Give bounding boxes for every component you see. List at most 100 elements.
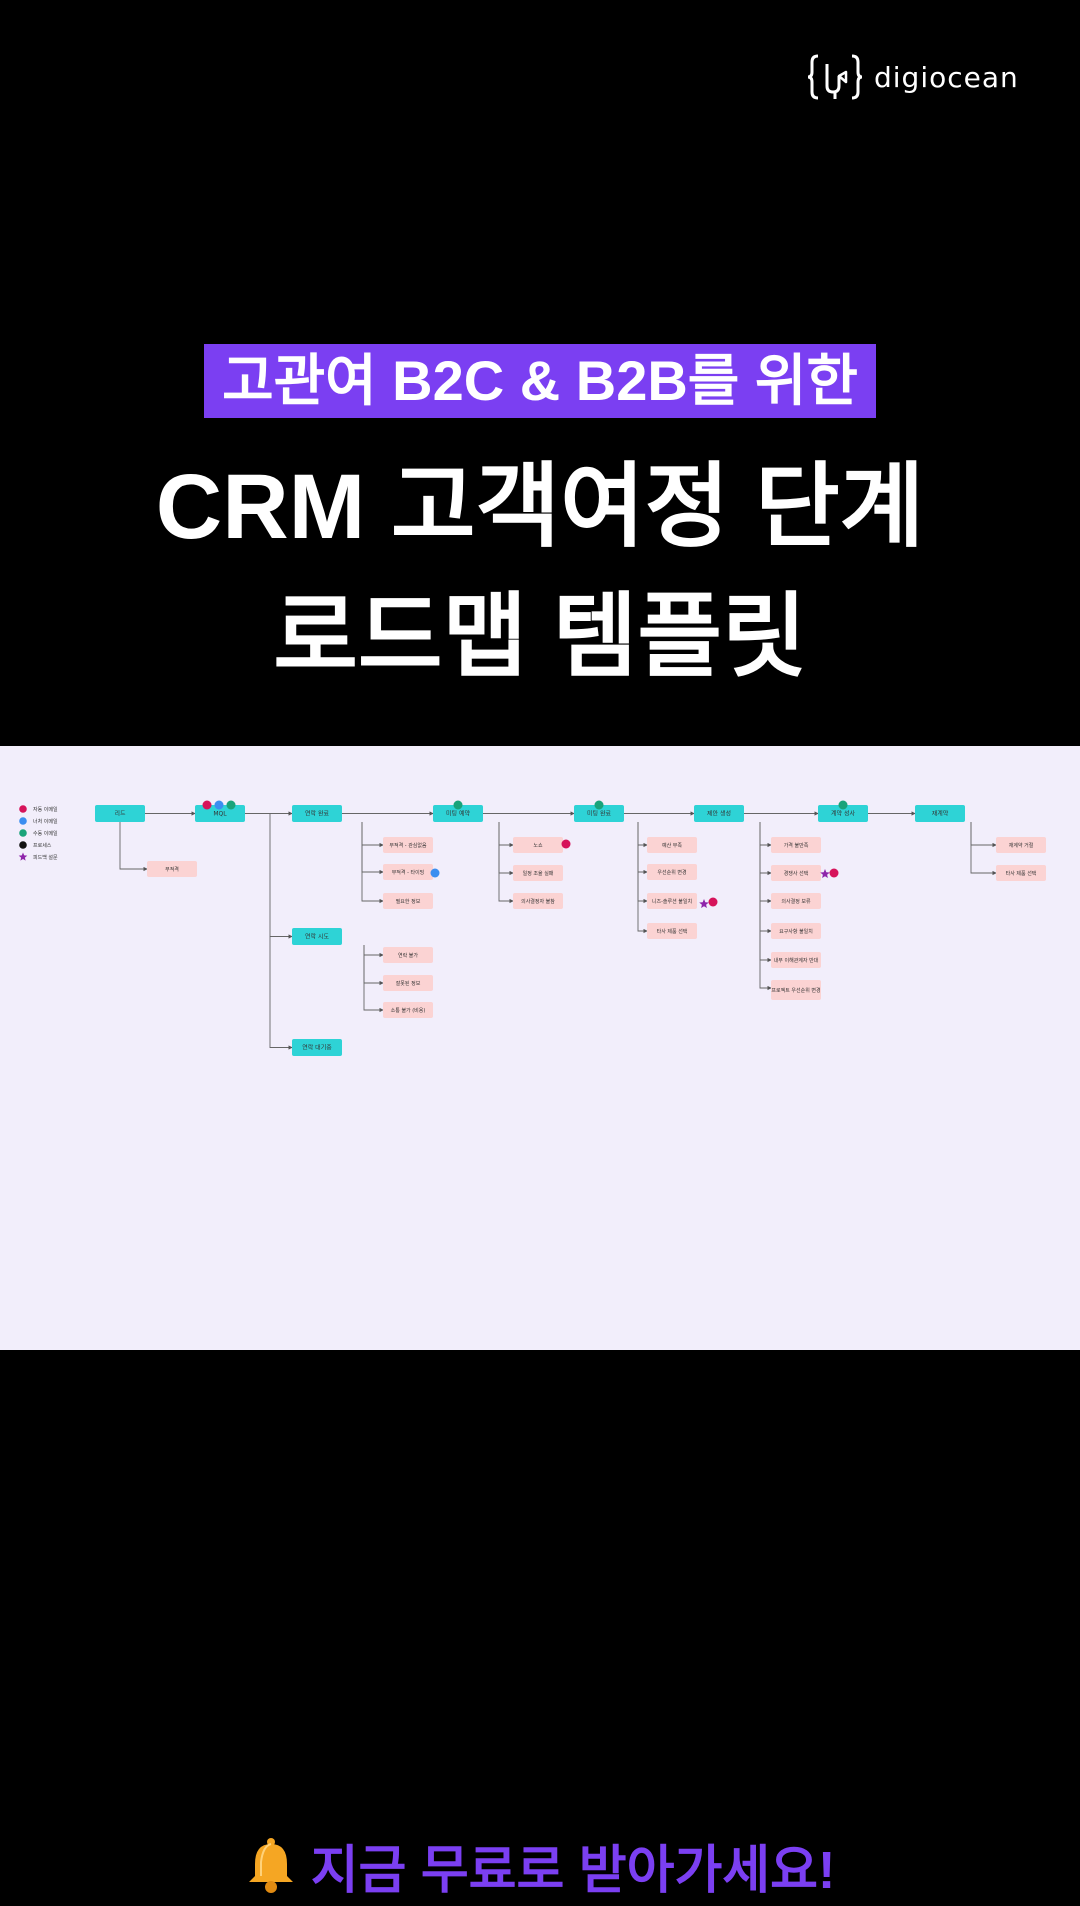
stage-node-meeting_done	[574, 805, 624, 822]
task-node-t_no_interest	[383, 837, 433, 853]
task-label-t_internal: 내부 이해관계자 반대	[774, 957, 819, 964]
task-node-t_project_change	[771, 980, 821, 1000]
task-label-t_competitor: 경쟁사 선택	[784, 870, 809, 877]
task-node-t_renew_reject	[996, 837, 1046, 853]
connector-arrow	[245, 813, 293, 939]
task-node-t_no_contact	[383, 947, 433, 963]
legend-dot-icon	[19, 841, 27, 849]
stage-node-contact_done	[292, 805, 342, 822]
stage-node-contact_wait	[292, 1039, 342, 1056]
connector-arrow	[637, 822, 648, 934]
connector-arrow	[970, 822, 997, 848]
task-node-t_info_needed	[383, 893, 433, 909]
stage-label-contact_try: 연락 시도	[305, 933, 329, 941]
connector-arrow	[498, 822, 514, 904]
task-node-t_renew_other	[996, 865, 1046, 881]
auto-email-marker	[708, 897, 718, 907]
stage-node-renewal	[915, 805, 965, 822]
stage-label-lead: 리드	[114, 810, 126, 818]
legend-feedback-star-icon	[18, 852, 28, 861]
connector-arrow	[119, 822, 148, 872]
task-label-t_decision_maker: 의사결정자 불참	[521, 898, 555, 905]
stage-node-contact_try	[292, 928, 342, 945]
task-node-t_noshow	[513, 837, 563, 853]
task-node-t_no_comm	[383, 1002, 433, 1018]
task-node-t_other_product	[647, 923, 697, 939]
stage-node-lead	[95, 805, 145, 822]
brand-logo[interactable]: digiocean	[808, 52, 1019, 102]
task-label-t_schedule_fail: 일정 조율 실패	[523, 870, 554, 877]
manual-email-marker	[226, 800, 236, 810]
stage-label-meeting_done: 미팅 완료	[587, 810, 611, 818]
stage-label-renewal: 재계약	[932, 810, 949, 818]
stage-label-contract_sent: 계약 성사	[831, 810, 855, 818]
connector-arrow	[363, 945, 384, 986]
legend-dot-icon	[19, 817, 27, 825]
task-label-t_no_fit: 부적격 - 타이밍	[392, 869, 425, 876]
bell-icon	[248, 1838, 293, 1893]
hero-title-line-1: CRM 고객여정 단계	[155, 456, 925, 558]
legend-dot-icon	[19, 805, 27, 813]
task-label-t_no_contact: 연락 불가	[398, 952, 418, 959]
auto-email-marker	[561, 839, 571, 849]
connector-arrow	[759, 822, 772, 934]
task-label-t_wrong_info: 잘못된 정보	[396, 980, 421, 987]
task-label-t_priority: 우선순위 변경	[657, 869, 686, 876]
legend-label: 너처 이메일	[33, 818, 58, 825]
auto-email-marker	[202, 800, 212, 810]
task-label-t_project_change: 프로젝트 우선순위 변경	[771, 987, 820, 994]
task-label-t_unqualified: 부적격	[165, 866, 179, 873]
connector-arrow	[363, 945, 384, 958]
task-node-t_competitor	[771, 865, 821, 881]
task-node-t_schedule_fail	[513, 865, 563, 881]
connector-arrow	[759, 822, 772, 963]
task-node-t_wrong_info	[383, 975, 433, 991]
subtitle-wrap: 고관여 B2C & B2B를 위한	[0, 344, 1080, 418]
task-label-t_renew_other: 타사 제품 선택	[1006, 870, 1037, 877]
connector-arrow	[498, 822, 514, 848]
legend-dot-icon	[19, 829, 27, 837]
task-label-t_no_comm: 소통 불가 (비용)	[391, 1007, 426, 1014]
hero-subtitle: 고관여 B2C & B2B를 위한	[204, 344, 876, 418]
brand-logo-icon	[808, 54, 862, 100]
connector-arrow	[759, 822, 772, 876]
cta-text: 지금 무료로 받아가세요!	[310, 1842, 836, 1900]
cta-banner[interactable]: 지금 무료로 받아가세요!	[0, 1836, 1080, 1906]
stage-label-mql: MQL	[213, 811, 227, 818]
connector-arrow	[361, 822, 384, 904]
task-node-t_decision_hold	[771, 893, 821, 909]
legend-label: 프로세스	[33, 842, 52, 849]
manual-email-marker	[594, 800, 604, 810]
task-label-t_budget: 예산 부족	[662, 842, 682, 849]
stage-node-meeting_book	[433, 805, 483, 822]
task-label-t_needs_mismatch: 니즈-솔루션 불일치	[652, 898, 692, 905]
stage-label-contact_wait: 연락 대기중	[302, 1044, 332, 1052]
connector-arrow	[361, 822, 384, 875]
stage-label-meeting_book: 미팅 예약	[446, 810, 470, 818]
manual-email-marker	[838, 800, 848, 810]
task-label-t_renew_reject: 재계약 거절	[1009, 842, 1034, 849]
task-node-t_needs_mismatch	[647, 893, 697, 909]
connector-arrow	[361, 822, 384, 848]
task-label-t_price: 가격 불만족	[784, 842, 809, 849]
task-node-t_unqualified	[147, 861, 197, 877]
connector-arrow	[637, 822, 648, 875]
stage-label-contact_done: 연락 완료	[305, 810, 329, 818]
task-node-t_priority	[647, 864, 697, 880]
legend-label: 자동 이메일	[33, 806, 58, 813]
stage-node-contract_sent	[818, 805, 868, 822]
task-label-t_no_interest: 부적격 - 관심없음	[389, 842, 427, 849]
manual-email-marker	[453, 800, 463, 810]
connector-arrow	[637, 822, 648, 904]
connector-arrow	[269, 936, 293, 1050]
task-node-t_no_fit	[383, 864, 433, 880]
task-label-t_other_product: 타사 제품 선택	[657, 928, 688, 935]
task-label-t_req_mismatch: 요구사항 불일치	[779, 928, 813, 935]
task-node-t_decision_maker	[513, 893, 563, 909]
page: digiocean 고관여 B2C & B2B를 위한 CRM 고객여정 단계 …	[0, 52, 1080, 1900]
connector-arrow	[637, 822, 648, 848]
connector-arrow	[759, 822, 772, 848]
task-node-t_internal	[771, 952, 821, 968]
